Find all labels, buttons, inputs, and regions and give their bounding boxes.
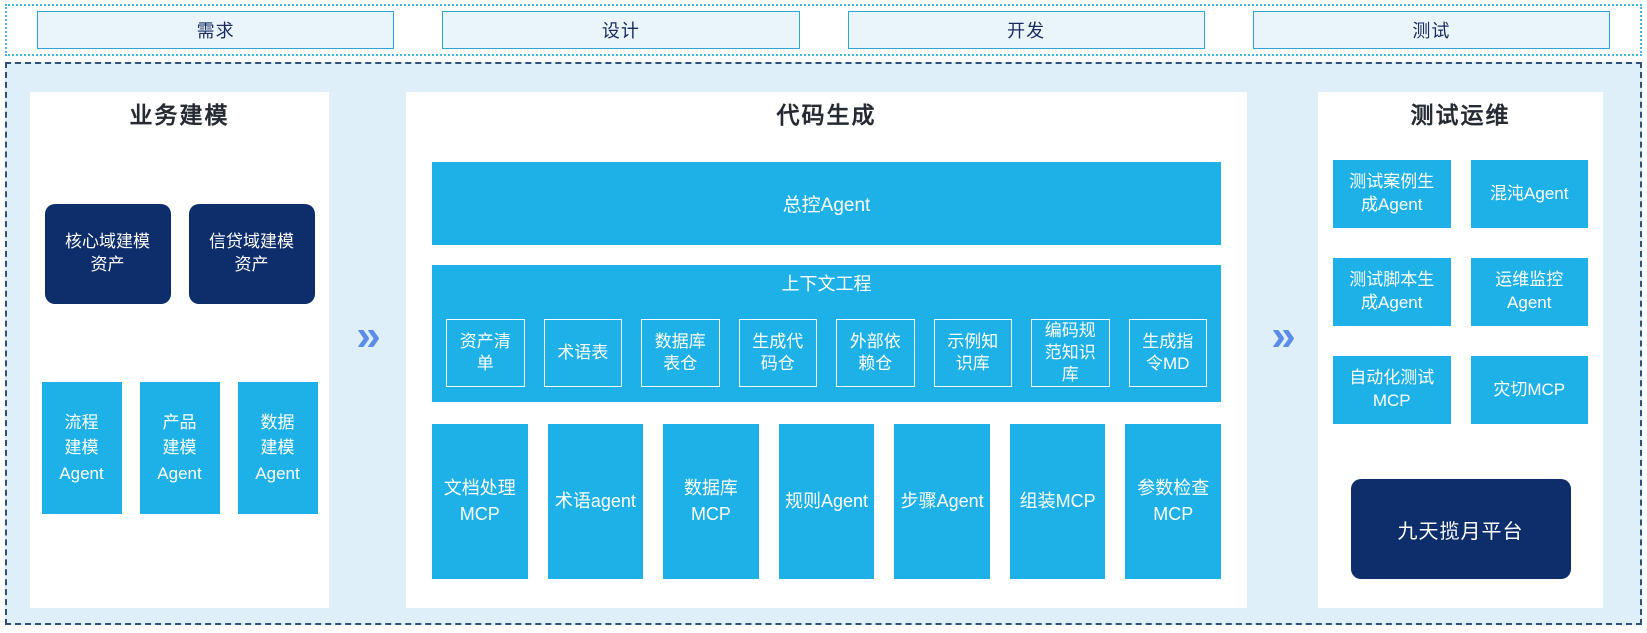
context-items-row: 资产清 单 术语表 数据库 表仓 生成代 码仓 外部依 赖仓 示例知 识库 编码… (446, 319, 1207, 387)
context-item-db-table-repo: 数据库 表仓 (641, 319, 720, 387)
agent-ops-monitoring: 运维监控 Agent (1470, 258, 1588, 326)
panel-code-generation: 代码生成 总控Agent 上下文工程 资产清 单 术语表 数据库 表仓 生成代 … (406, 92, 1247, 608)
phase-strip: 需求 设计 开发 测试 (5, 4, 1642, 56)
phase-testing: 测试 (1252, 11, 1610, 49)
tool-glossary-agent: 术语agent (547, 424, 644, 579)
tool-rule-agent: 规则Agent (778, 424, 875, 579)
agent-chaos: 混沌Agent (1470, 160, 1588, 228)
tool-assembly-mcp: 组装MCP (1009, 424, 1106, 579)
context-engineering-title: 上下文工程 (781, 274, 872, 294)
tool-database-mcp: 数据库 MCP (663, 424, 759, 579)
modeling-agents-row: 流程 建模 Agent 产品 建模 Agent 数据 建模 Agent (30, 382, 329, 514)
phase-design: 设计 (442, 11, 800, 49)
tool-param-check-mcp: 参数检查 MCP (1125, 424, 1222, 579)
platform-jiutian-lanyue: 九天揽月平台 (1350, 479, 1571, 579)
asset-core-domain: 核心域建模 资产 (44, 204, 171, 304)
panel-title-business-modeling: 业务建模 (129, 102, 230, 128)
asset-credit-domain: 信贷域建模 资产 (188, 204, 315, 304)
tools-row: 文档处理 MCP 术语agent 数据库 MCP 规则Agent 步骤Agent… (432, 424, 1222, 579)
flow-gap: » (329, 92, 406, 608)
tool-doc-processing-mcp: 文档处理 MCP (432, 424, 528, 579)
test-ops-grid: 测试案例生 成Agent 混沌Agent 测试脚本生 成Agent 运维监控 A… (1333, 160, 1588, 424)
phase-label: 测试 (1412, 21, 1451, 41)
agent-test-case-gen: 测试案例生 成Agent (1333, 160, 1451, 228)
panel-title-test-ops: 测试运维 (1410, 102, 1511, 128)
context-item-example-kb: 示例知 识库 (933, 319, 1012, 387)
master-agent-bar: 总控Agent (432, 162, 1221, 245)
agent-product-modeling: 产品 建模 Agent (139, 382, 220, 514)
agent-process-modeling: 流程 建模 Agent (41, 382, 122, 514)
context-item-coding-standard-kb: 编码规 范知识 库 (1031, 319, 1110, 387)
phase-label: 设计 (601, 21, 640, 41)
context-item-glossary: 术语表 (543, 319, 622, 387)
panel-test-ops: 测试运维 测试案例生 成Agent 混沌Agent 测试脚本生 成Agent 运… (1318, 92, 1603, 608)
flow-arrow-icon: » (1271, 311, 1296, 360)
panel-title-code-generation: 代码生成 (776, 102, 877, 128)
architecture-diagram: 需求 设计 开发 测试 业务建模 核心域建模 资产 信贷域建模 资产 流程 建模… (0, 4, 1647, 633)
tool-automated-test-mcp: 自动化测试 MCP (1333, 356, 1451, 424)
phase-label: 开发 (1007, 21, 1046, 41)
phase-requirements: 需求 (37, 11, 395, 49)
panel-business-modeling: 业务建模 核心域建模 资产 信贷域建模 资产 流程 建模 Agent 产品 建模… (30, 92, 329, 608)
context-engineering-box: 上下文工程 资产清 单 术语表 数据库 表仓 生成代 码仓 外部依 赖仓 示例知… (432, 265, 1221, 402)
modeling-assets-row: 核心域建模 资产 信贷域建模 资产 (30, 204, 329, 304)
flow-gap: » (1247, 92, 1318, 608)
context-item-asset-list: 资产清 单 (446, 319, 525, 387)
tool-disaster-switch-mcp: 灾切MCP (1470, 356, 1588, 424)
context-item-generated-code-repo: 生成代 码仓 (738, 319, 817, 387)
context-item-external-deps-repo: 外部依 赖仓 (836, 319, 915, 387)
context-item-instruction-md: 生成指 令MD (1128, 319, 1207, 387)
phase-development: 开发 (847, 11, 1205, 49)
main-container: 业务建模 核心域建模 资产 信贷域建模 资产 流程 建模 Agent 产品 建模… (5, 62, 1642, 625)
tool-step-agent: 步骤Agent (894, 424, 990, 579)
flow-arrow-icon: » (356, 311, 381, 360)
agent-test-script-gen: 测试脚本生 成Agent (1333, 258, 1451, 326)
agent-data-modeling: 数据 建模 Agent (237, 382, 318, 514)
phase-label: 需求 (196, 21, 235, 41)
